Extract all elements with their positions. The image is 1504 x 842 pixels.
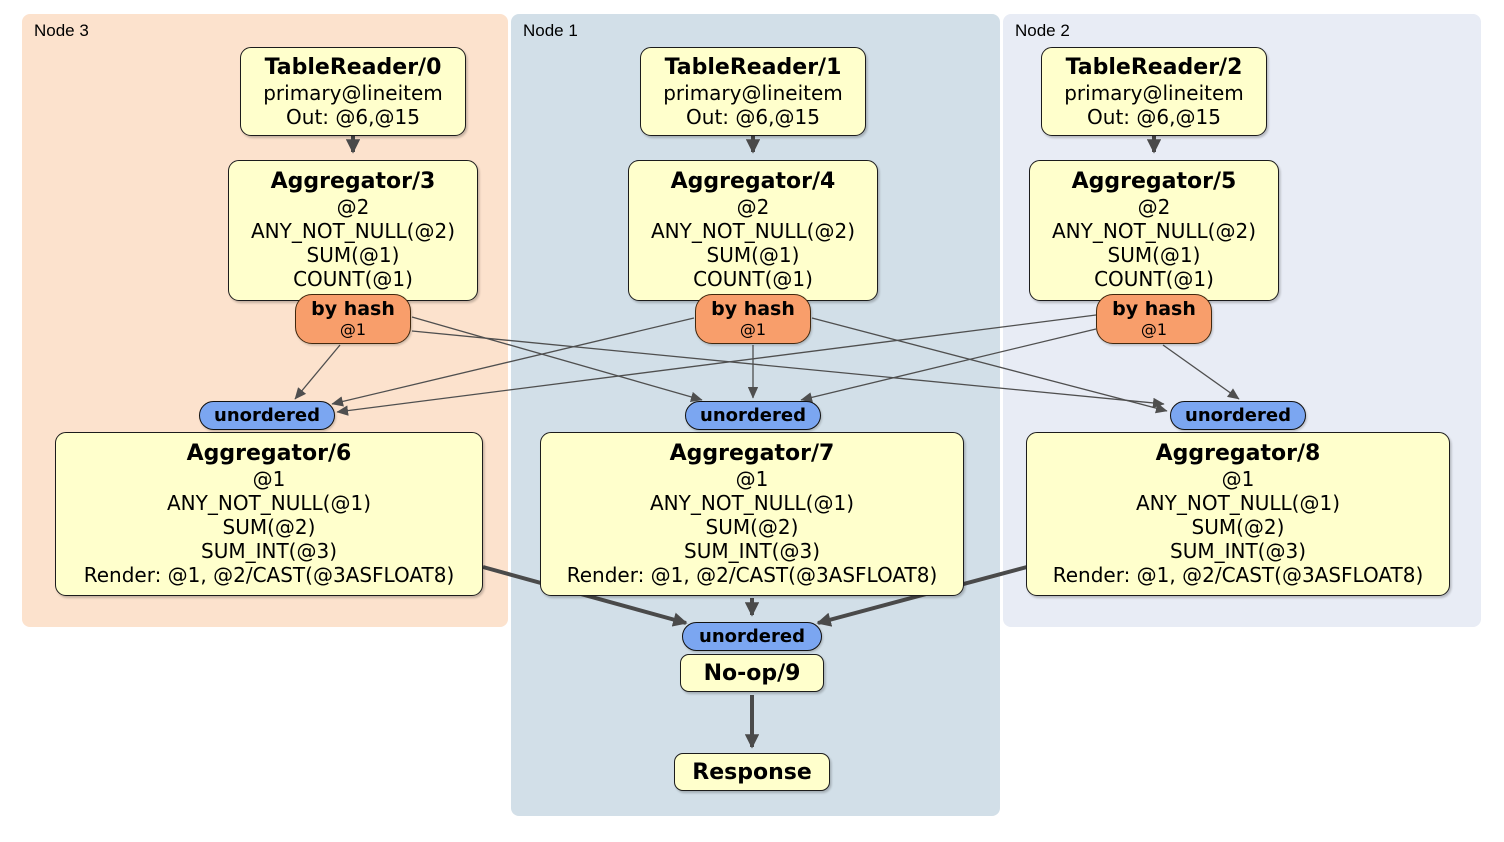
- processor-title: Aggregator/8: [1155, 441, 1321, 466]
- router-by-hash-node3: by hash @1: [295, 294, 411, 344]
- processor-detail: ANY_NOT_NULL(@1): [650, 491, 854, 515]
- processor-aggregator4: Aggregator/4 @2 ANY_NOT_NULL(@2) SUM(@1)…: [628, 160, 878, 301]
- processor-detail: Render: @1, @2/CAST(@3ASFLOAT8): [566, 563, 938, 587]
- processor-title: Aggregator/6: [186, 441, 352, 466]
- processor-detail: SUM_INT(@3): [684, 539, 820, 563]
- router-detail: @1: [339, 320, 367, 339]
- processor-detail: @1: [252, 467, 286, 491]
- router-label: by hash: [1112, 298, 1196, 320]
- processor-title: Response: [692, 759, 812, 785]
- processor-detail: SUM(@2): [705, 515, 799, 539]
- processor-aggregator6: Aggregator/6 @1 ANY_NOT_NULL(@1) SUM(@2)…: [55, 432, 483, 596]
- processor-detail: COUNT(@1): [293, 267, 413, 291]
- processor-tablereader0: TableReader/0 primary@lineitem Out: @6,@…: [240, 47, 466, 136]
- processor-aggregator5: Aggregator/5 @2 ANY_NOT_NULL(@2) SUM(@1)…: [1029, 160, 1279, 301]
- processor-tablereader1: TableReader/1 primary@lineitem Out: @6,@…: [640, 47, 866, 136]
- router-by-hash-node1: by hash @1: [695, 294, 811, 344]
- processor-detail: Render: @1, @2/CAST(@3ASFLOAT8): [1052, 563, 1424, 587]
- processor-detail: primary@lineitem: [263, 81, 443, 105]
- processor-response: Response: [674, 753, 830, 791]
- processor-detail: Out: @6,@15: [686, 105, 820, 129]
- processor-detail: ANY_NOT_NULL(@1): [1136, 491, 1340, 515]
- processor-detail: ANY_NOT_NULL(@2): [1052, 219, 1256, 243]
- sync-label: unordered: [214, 405, 320, 426]
- router-by-hash-node2: by hash @1: [1096, 294, 1212, 344]
- processor-noop9: No-op/9: [680, 654, 824, 692]
- sync-label: unordered: [699, 626, 805, 647]
- processor-title: Aggregator/3: [270, 169, 436, 194]
- sync-unordered-node1: unordered: [685, 401, 821, 430]
- processor-title: TableReader/2: [1065, 55, 1243, 80]
- processor-detail: @1: [1221, 467, 1255, 491]
- region-node1-label: Node 1: [523, 21, 578, 40]
- processor-detail: @1: [735, 467, 769, 491]
- processor-title: TableReader/1: [664, 55, 842, 80]
- processor-aggregator8: Aggregator/8 @1 ANY_NOT_NULL(@1) SUM(@2)…: [1026, 432, 1450, 596]
- processor-detail: SUM(@2): [1191, 515, 1285, 539]
- processor-detail: SUM(@2): [222, 515, 316, 539]
- processor-detail: primary@lineitem: [663, 81, 843, 105]
- processor-detail: Out: @6,@15: [286, 105, 420, 129]
- processor-detail: SUM_INT(@3): [201, 539, 337, 563]
- processor-detail: Out: @6,@15: [1087, 105, 1221, 129]
- sync-unordered-final: unordered: [682, 622, 822, 651]
- sync-unordered-node2: unordered: [1170, 401, 1306, 430]
- processor-title: Aggregator/4: [670, 169, 836, 194]
- router-detail: @1: [1140, 320, 1168, 339]
- processor-title: Aggregator/5: [1071, 169, 1237, 194]
- processor-aggregator7: Aggregator/7 @1 ANY_NOT_NULL(@1) SUM(@2)…: [540, 432, 964, 596]
- processor-detail: primary@lineitem: [1064, 81, 1244, 105]
- region-node3-label: Node 3: [34, 21, 89, 40]
- processor-detail: SUM(@1): [1107, 243, 1201, 267]
- processor-detail: ANY_NOT_NULL(@1): [167, 491, 371, 515]
- processor-detail: SUM_INT(@3): [1170, 539, 1306, 563]
- processor-detail: SUM(@1): [706, 243, 800, 267]
- sync-unordered-node3: unordered: [199, 401, 335, 430]
- router-detail: @1: [739, 320, 767, 339]
- region-node2-label: Node 2: [1015, 21, 1070, 40]
- processor-tablereader2: TableReader/2 primary@lineitem Out: @6,@…: [1041, 47, 1267, 136]
- sync-label: unordered: [1185, 405, 1291, 426]
- router-label: by hash: [311, 298, 395, 320]
- processor-aggregator3: Aggregator/3 @2 ANY_NOT_NULL(@2) SUM(@1)…: [228, 160, 478, 301]
- processor-detail: @2: [736, 195, 770, 219]
- processor-detail: COUNT(@1): [1094, 267, 1214, 291]
- processor-title: TableReader/0: [264, 55, 442, 80]
- processor-title: No-op/9: [703, 660, 801, 686]
- processor-detail: Render: @1, @2/CAST(@3ASFLOAT8): [83, 563, 455, 587]
- processor-detail: ANY_NOT_NULL(@2): [651, 219, 855, 243]
- processor-detail: @2: [1137, 195, 1171, 219]
- processor-title: Aggregator/7: [669, 441, 835, 466]
- processor-detail: COUNT(@1): [693, 267, 813, 291]
- processor-detail: @2: [336, 195, 370, 219]
- processor-detail: ANY_NOT_NULL(@2): [251, 219, 455, 243]
- router-label: by hash: [711, 298, 795, 320]
- sync-label: unordered: [700, 405, 806, 426]
- processor-detail: SUM(@1): [306, 243, 400, 267]
